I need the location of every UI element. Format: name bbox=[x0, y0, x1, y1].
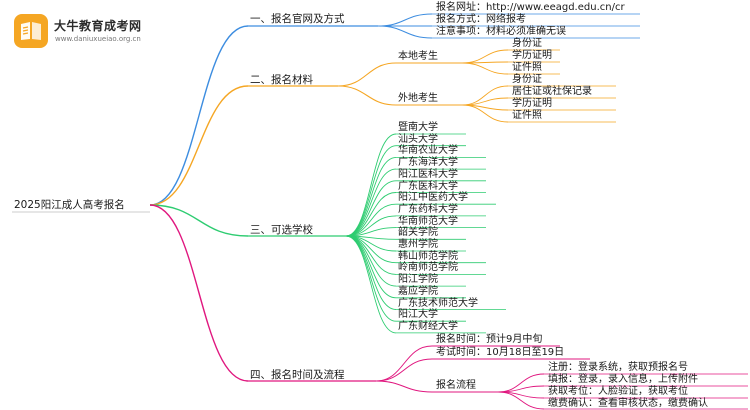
book-logo-icon bbox=[14, 14, 48, 48]
connector-b3-school bbox=[345, 133, 397, 237]
leaf-step-seat[interactable]: 获取考位：人脸验证，获取考位 bbox=[548, 386, 688, 397]
leaf-local-id[interactable]: 身份证 bbox=[512, 38, 542, 49]
school-item[interactable]: 韩山师范学院 bbox=[398, 250, 458, 262]
branch-label-materials[interactable]: 二、报名材料 bbox=[250, 74, 313, 86]
connector-b1-leaf bbox=[377, 13, 433, 27]
connector-b2-leaf bbox=[461, 85, 509, 106]
school-item[interactable]: 韶关学院 bbox=[398, 227, 438, 239]
leaf-step-fill[interactable]: 填报：登录，录入信息，上传附件 bbox=[548, 374, 698, 385]
connector-branch-1 bbox=[149, 25, 249, 206]
branch-label-official-site[interactable]: 一、报名官网及方式 bbox=[250, 13, 345, 25]
site-logo[interactable]: 大牛教育成考网 www.daniuxueiao.org.cn bbox=[14, 14, 164, 50]
connector-b2-nonlocal bbox=[337, 85, 397, 106]
branch-label-timeline[interactable]: 四、报名时间及流程 bbox=[250, 369, 345, 381]
sub-label-process[interactable]: 报名流程 bbox=[436, 380, 476, 391]
connector-b2-local bbox=[337, 62, 397, 87]
connector-branch-4 bbox=[149, 204, 249, 382]
leaf-nonlocal-id[interactable]: 身份证 bbox=[512, 74, 542, 85]
school-item[interactable]: 惠州学院 bbox=[398, 239, 438, 250]
connector-b3-school bbox=[345, 235, 397, 299]
school-item[interactable]: 暨南大学 bbox=[398, 122, 438, 133]
connector-b4-process bbox=[375, 380, 433, 393]
connector-b4-step bbox=[497, 391, 545, 410]
school-item[interactable]: 嘉应学院 bbox=[398, 285, 438, 297]
connector-b3-school bbox=[345, 192, 397, 237]
connector-b3-school bbox=[345, 235, 397, 334]
leaf-method[interactable]: 报名方式：网络报考 bbox=[436, 14, 526, 25]
school-item[interactable]: 广东财经大学 bbox=[398, 320, 458, 332]
leaf-nonlocal-edu[interactable]: 学历证明 bbox=[512, 98, 552, 109]
school-item[interactable]: 华南师范大学 bbox=[398, 215, 458, 227]
connector-branch-2 bbox=[149, 85, 249, 206]
sub-label-local[interactable]: 本地考生 bbox=[398, 51, 438, 62]
connector-b4-leaf bbox=[375, 358, 433, 382]
school-item[interactable]: 华南农业大学 bbox=[398, 145, 458, 157]
leaf-local-edu[interactable]: 学历证明 bbox=[512, 50, 552, 61]
connector-b3-school bbox=[345, 180, 397, 237]
school-item[interactable]: 阳江大学 bbox=[398, 309, 438, 321]
connector-b4-leaf bbox=[375, 345, 433, 382]
connector-b3-school bbox=[345, 168, 397, 237]
school-item[interactable]: 广东技术师范大学 bbox=[398, 297, 478, 309]
leaf-local-photo[interactable]: 证件照 bbox=[512, 62, 542, 73]
school-item[interactable]: 广东医科大学 bbox=[398, 180, 458, 192]
leaf-notice[interactable]: 注意事项：材料必须准确无误 bbox=[436, 26, 566, 37]
connector-b2-leaf bbox=[461, 104, 509, 123]
school-item[interactable]: 广东海洋大学 bbox=[398, 157, 458, 169]
connector-b2-leaf bbox=[461, 62, 509, 75]
sub-label-nonlocal[interactable]: 外地考生 bbox=[398, 93, 438, 104]
leaf-step-pay[interactable]: 缴费确认：查看审核状态，缴费确认 bbox=[548, 398, 708, 409]
logo-name: 大牛教育成考网 bbox=[54, 19, 142, 33]
leaf-nonlocal-photo[interactable]: 证件照 bbox=[512, 110, 542, 121]
connector-b3-school bbox=[345, 156, 397, 237]
leaf-site-url[interactable]: 报名网址：http://www.eeagd.edu.cn/cr bbox=[436, 2, 625, 13]
logo-url: www.daniuxueiao.org.cn bbox=[55, 35, 141, 43]
leaf-nonlocal-residence[interactable]: 居住证或社保记录 bbox=[512, 86, 592, 97]
school-item[interactable]: 阳江中医药大学 bbox=[398, 192, 468, 204]
connector-b1-leaf bbox=[377, 25, 433, 39]
school-item[interactable]: 岭南师范学院 bbox=[398, 262, 458, 274]
school-item[interactable]: 广东药科大学 bbox=[398, 203, 458, 215]
connector-b2-leaf bbox=[461, 49, 509, 64]
connector-b3-school bbox=[345, 235, 397, 275]
branch-label-schools[interactable]: 三、可选学校 bbox=[250, 224, 313, 236]
leaf-registration-time[interactable]: 报名时间：预计9月中旬 bbox=[436, 334, 543, 345]
connector-b3-school bbox=[345, 145, 397, 237]
school-item[interactable]: 阳江医科大学 bbox=[398, 168, 458, 180]
school-item[interactable]: 阳江学院 bbox=[398, 274, 438, 286]
connector-branch-3 bbox=[149, 204, 249, 237]
leaf-exam-time[interactable]: 考试时间：10月18日至19日 bbox=[436, 347, 565, 358]
leaf-step-register[interactable]: 注册：登录系统，获取预报名号 bbox=[548, 362, 688, 373]
school-item[interactable]: 汕头大学 bbox=[398, 133, 438, 145]
root-topic[interactable]: 2025阳江成人高考报名 bbox=[14, 199, 125, 211]
